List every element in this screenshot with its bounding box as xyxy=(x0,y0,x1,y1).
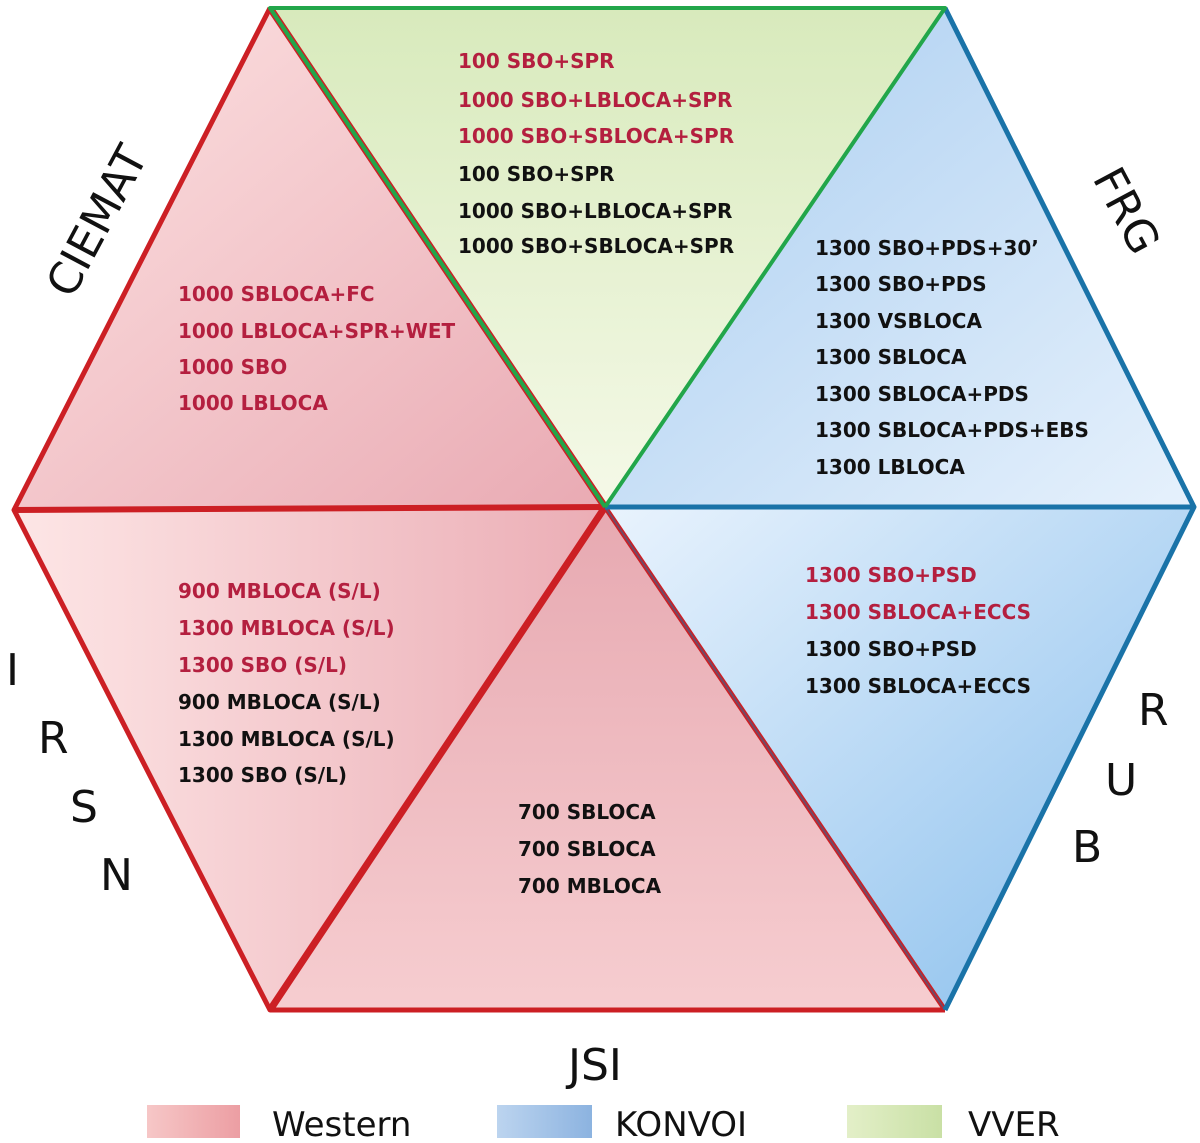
legend-swatch-western xyxy=(147,1105,240,1138)
item-text: 900 MBLOCA (S/L) xyxy=(178,690,381,714)
item-text: 1300 SBO (S/L) xyxy=(178,763,347,787)
item-text: 1000 SBO+LBLOCA+SPR xyxy=(458,88,732,112)
hexagon-borders xyxy=(11,6,1197,1013)
triangle-lower-right xyxy=(605,507,1194,1010)
org-label-rub-3: B xyxy=(1072,822,1102,873)
org-label-rub-1: R xyxy=(1138,685,1169,736)
item-text: 1300 SBLOCA xyxy=(815,345,967,369)
item-text: 1000 LBLOCA xyxy=(178,391,328,415)
triangle-lower-left xyxy=(14,507,605,1010)
org-label-irsn-2: R xyxy=(38,713,69,764)
item-list-upper-left: 1000 SBLOCA+FC 1000 LBLOCA+SPR+WET 1000 … xyxy=(178,282,456,415)
item-list-lower-left: 900 MBLOCA (S/L) 1300 MBLOCA (S/L) 1300 … xyxy=(178,579,395,787)
org-label-irsn-1: I xyxy=(6,645,19,696)
item-text: 900 MBLOCA (S/L) xyxy=(178,579,381,603)
legend-swatch-vver xyxy=(847,1105,942,1138)
legend: Western KONVOI VVER xyxy=(147,1105,1060,1143)
legend-label-vver: VVER xyxy=(968,1105,1060,1143)
triangle-top xyxy=(270,8,945,507)
org-label-frg: FRG xyxy=(1082,159,1169,262)
org-label-jsi: JSI xyxy=(565,1040,622,1091)
item-text: 1000 SBO+SBLOCA+SPR xyxy=(458,234,734,258)
item-text: 1300 MBLOCA (S/L) xyxy=(178,616,395,640)
item-text: 1000 SBLOCA+FC xyxy=(178,282,375,306)
item-text: 1000 SBO xyxy=(178,355,287,379)
item-text: 1300 SBO (S/L) xyxy=(178,653,347,677)
item-text: 1300 SBO+PDS+30’ xyxy=(815,236,1039,260)
item-text: 700 SBLOCA xyxy=(518,837,656,861)
item-list-lower-right: 1300 SBO+PSD 1300 SBLOCA+ECCS 1300 SBO+P… xyxy=(805,563,1031,698)
item-text: 1300 SBO+PSD xyxy=(805,563,977,587)
triangle-upper-right xyxy=(605,8,1194,507)
item-text: 100 SBO+SPR xyxy=(458,162,615,186)
triangle-upper-left xyxy=(14,8,605,510)
item-text: 1300 SBLOCA+ECCS xyxy=(805,600,1031,624)
item-text: 700 SBLOCA xyxy=(518,800,656,824)
triangle-bottom xyxy=(270,507,945,1010)
org-label-irsn-4: N xyxy=(100,850,133,901)
org-label-irsn-3: S xyxy=(70,782,98,833)
legend-label-konvoi: KONVOI xyxy=(615,1105,747,1143)
item-text: 100 SBO+SPR xyxy=(458,49,615,73)
item-text: 1300 SBO+PSD xyxy=(805,637,977,661)
item-list-bottom: 700 SBLOCA 700 SBLOCA 700 MBLOCA xyxy=(518,800,662,898)
item-list-upper-right: 1300 SBO+PDS+30’ 1300 SBO+PDS 1300 VSBLO… xyxy=(815,236,1089,479)
item-text: 1300 SBLOCA+ECCS xyxy=(805,674,1031,698)
legend-swatch-konvoi xyxy=(497,1105,592,1138)
item-text: 1000 LBLOCA+SPR+WET xyxy=(178,319,456,343)
item-text: 1300 SBLOCA+PDS xyxy=(815,382,1029,406)
item-text: 1000 SBO+SBLOCA+SPR xyxy=(458,124,734,148)
item-text: 1000 SBO+LBLOCA+SPR xyxy=(458,199,732,223)
item-text: 1300 LBLOCA xyxy=(815,455,965,479)
item-list-top: 100 SBO+SPR 1000 SBO+LBLOCA+SPR 1000 SBO… xyxy=(458,49,734,258)
item-text: 1300 MBLOCA (S/L) xyxy=(178,727,395,751)
item-text: 700 MBLOCA xyxy=(518,874,662,898)
item-text: 1300 VSBLOCA xyxy=(815,309,982,333)
org-label-rub-2: U xyxy=(1105,755,1137,806)
item-text: 1300 SBO+PDS xyxy=(815,272,987,296)
legend-label-western: Western xyxy=(272,1105,411,1143)
item-text: 1300 SBLOCA+PDS+EBS xyxy=(815,418,1089,442)
